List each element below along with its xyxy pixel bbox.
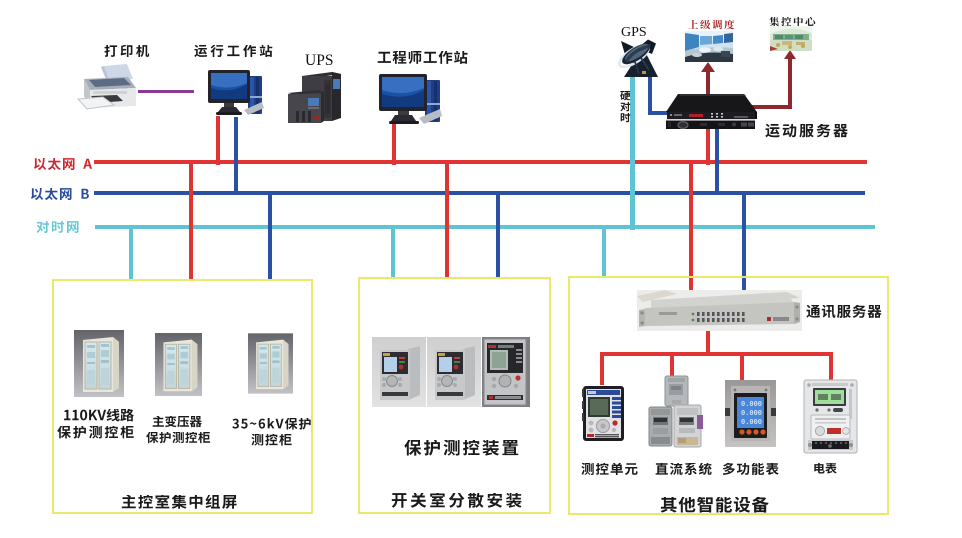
svg-text:0.000: 0.000 [741, 401, 762, 409]
svg-text:0.000: 0.000 [741, 410, 762, 418]
svg-text:0.000: 0.000 [741, 419, 762, 427]
